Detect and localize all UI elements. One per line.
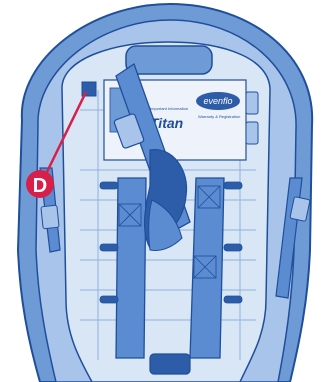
right-shoulder-strap [190,178,224,358]
head-pad [126,46,212,74]
brand-label: evenflo [203,96,232,106]
card-fine-print-left: Important Information [150,106,188,111]
card-fine-print-right: Warranty & Registration [198,114,240,119]
left-shoulder-strap [116,178,146,358]
crotch-buckle [150,354,190,374]
callout-letter: D [33,175,47,197]
